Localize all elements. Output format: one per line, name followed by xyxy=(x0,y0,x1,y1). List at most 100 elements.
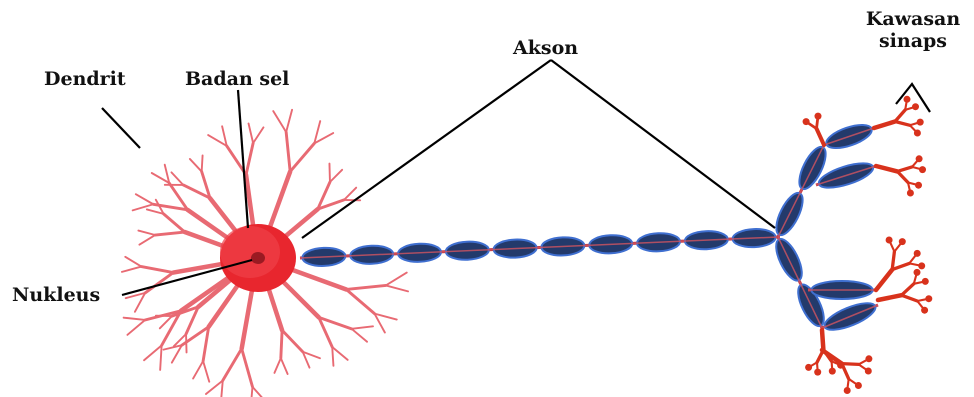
label-kawasan-line2: sinaps xyxy=(862,30,964,52)
dendrite-branch xyxy=(286,110,292,132)
dendrite-branch xyxy=(352,329,367,342)
dendrite-branch xyxy=(249,124,254,144)
terminal-branch xyxy=(842,364,859,365)
synaptic-knob xyxy=(914,250,921,257)
label-badan-sel: Badan sel xyxy=(185,68,289,90)
dendrite-branch xyxy=(190,159,202,172)
dendrite-branch xyxy=(252,387,268,397)
label-kawasan-line1: Kawasan xyxy=(862,8,964,30)
dendrite-branch xyxy=(386,285,408,291)
terminal-branch xyxy=(876,270,892,290)
leader-badan-sel xyxy=(238,90,248,228)
synaptic-knob xyxy=(814,369,821,376)
dendrite-branch xyxy=(346,289,374,313)
synaptic-knob xyxy=(815,113,822,120)
nucleus xyxy=(251,252,265,264)
dendrite-branch xyxy=(273,111,286,132)
leader-akson-left xyxy=(302,60,551,238)
terminal-branch xyxy=(842,364,849,379)
synaptic-terminals xyxy=(803,96,933,394)
terminal-branch xyxy=(895,122,910,126)
dendrite-branch xyxy=(251,387,253,397)
synaptic-knob xyxy=(829,368,836,375)
dendrite-branch xyxy=(139,235,155,245)
terminal-branch xyxy=(902,295,918,301)
terminal-branch xyxy=(878,295,902,300)
terminal-branch xyxy=(876,166,897,171)
synaptic-knob xyxy=(918,262,925,269)
terminal-branch xyxy=(897,167,912,172)
dendrite-branch xyxy=(153,204,187,210)
terminal-branch xyxy=(874,122,895,129)
synaptic-knob xyxy=(907,190,914,197)
dendrite-branch xyxy=(329,164,330,182)
synaptic-knob xyxy=(904,96,911,103)
dendrite-branch xyxy=(203,361,209,382)
dendrite-branch xyxy=(136,194,153,204)
dendrite-branch xyxy=(332,347,347,360)
dendrite-branch xyxy=(223,349,242,381)
label-dendrit: Dendrit xyxy=(44,68,126,90)
synaptic-knob xyxy=(919,166,926,173)
terminal-branch xyxy=(817,129,825,145)
dendrite-branch xyxy=(160,345,161,370)
terminal-branch xyxy=(897,171,908,182)
label-kawasan-sinaps: Kawasan sinaps xyxy=(862,8,964,52)
synaptic-knob xyxy=(925,295,932,302)
dendrite-branch xyxy=(281,330,282,358)
synaptic-knob xyxy=(912,103,919,110)
terminal-branch xyxy=(892,263,909,269)
dendrite-branch xyxy=(193,361,203,378)
dendrite-branch xyxy=(282,330,303,351)
dendrite-branch xyxy=(125,257,141,267)
dendrite-branch xyxy=(127,320,145,335)
synaptic-knob xyxy=(844,387,851,394)
dendrite-branch xyxy=(286,268,346,290)
synaptic-knob xyxy=(899,238,906,245)
dendrite-branch xyxy=(352,326,373,328)
terminal-branch xyxy=(902,284,914,295)
dendrite-branch xyxy=(171,172,183,185)
dendrite-branch xyxy=(344,188,356,200)
dendrite-branch xyxy=(144,345,162,360)
dendrite-branch xyxy=(267,285,282,331)
dendrite-branch xyxy=(203,327,209,361)
synaptic-knob xyxy=(916,155,923,162)
synaptic-knob xyxy=(855,382,862,389)
terminal-branch xyxy=(822,330,823,350)
dendrite-branch xyxy=(346,285,385,289)
synaptic-knob xyxy=(865,355,872,362)
synaptic-knob xyxy=(865,368,872,375)
terminal-branch xyxy=(892,252,894,270)
dendrite-branch xyxy=(242,349,253,387)
dendrite-branch xyxy=(242,286,253,349)
leader-akson-right xyxy=(551,60,775,228)
dendrite-branch xyxy=(138,231,155,235)
terminal-branch xyxy=(895,110,905,122)
dendrite-branch xyxy=(274,358,280,373)
dendrite-branch xyxy=(206,381,223,394)
label-nukleus: Nukleus xyxy=(12,284,100,306)
leader-dendrit xyxy=(102,108,140,148)
dendrite-branch xyxy=(279,278,319,318)
axon-lower-core-highlight xyxy=(778,237,822,328)
synaptic-knob xyxy=(914,130,921,137)
dendrite-branch xyxy=(122,267,141,272)
dendrite-branch xyxy=(202,155,203,171)
synaptic-knob xyxy=(805,364,812,371)
dendrite-branch xyxy=(198,276,235,307)
dendrite-branch xyxy=(246,143,253,175)
synaptic-knob xyxy=(803,118,810,125)
synaptic-knob xyxy=(922,278,929,285)
dendrite-branch xyxy=(155,232,185,235)
dendrite-branch xyxy=(268,172,290,232)
synaptic-knob xyxy=(921,307,928,314)
synaptic-knob xyxy=(915,182,922,189)
axon-upper-core-highlight xyxy=(778,145,824,237)
synaptic-knob xyxy=(917,119,924,126)
dendrite-branch xyxy=(253,127,263,143)
dendrite-branch xyxy=(386,273,407,286)
dendrite-branch xyxy=(160,316,172,328)
